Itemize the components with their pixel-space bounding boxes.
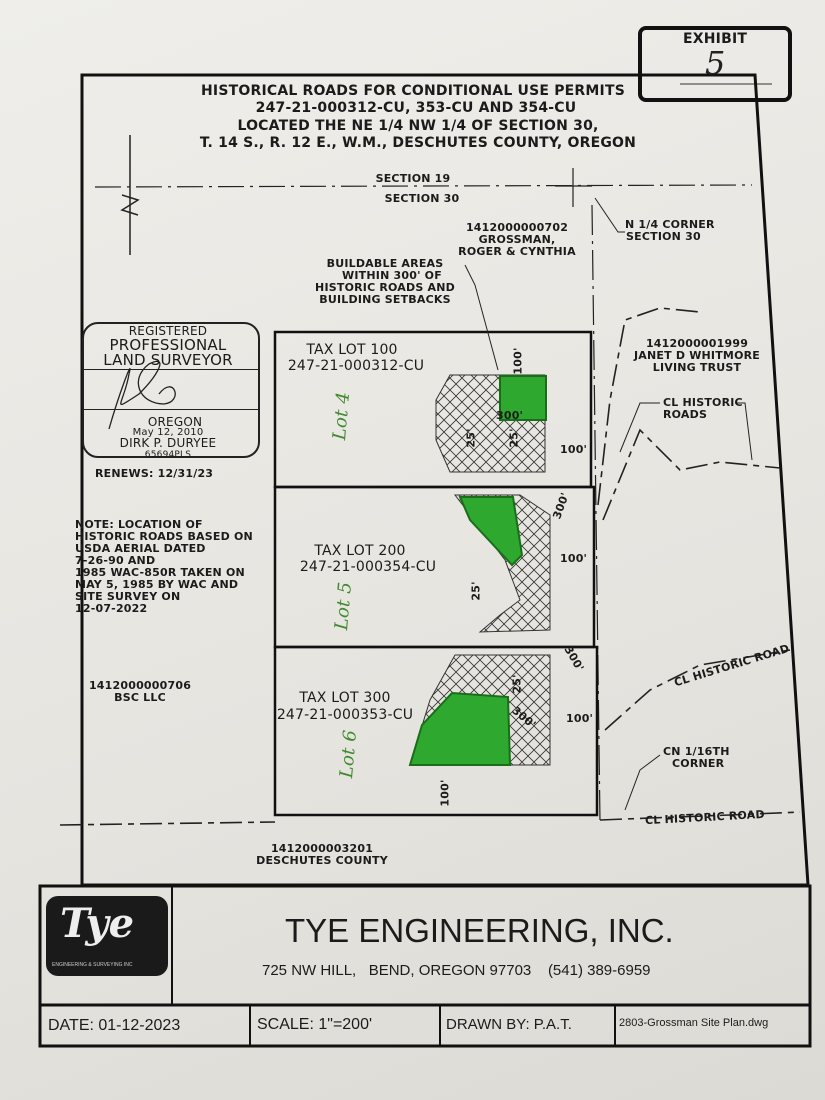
exhibit-number: 5 <box>705 44 726 82</box>
logo-subtext: ENGINEERING & SURVEYING INC <box>52 962 133 968</box>
signature <box>108 360 176 430</box>
corner-label-1: N 1/4 CORNER <box>625 218 715 231</box>
title-line-1: HISTORICAL ROADS FOR CONDITIONAL USE PER… <box>201 83 625 99</box>
cn-corner-1: CN 1/16TH <box>663 745 730 758</box>
highlight-lot-300 <box>408 691 512 766</box>
file-name-field: 2803-Grossman Site Plan.dwg <box>619 1017 769 1029</box>
dim-25-lot200: 25' <box>469 581 483 601</box>
owner-east-name1: JANET D WHITMORE <box>633 349 761 362</box>
note-line-4: 7-26-90 AND <box>75 554 156 567</box>
stamp-line-3: LAND SURVEYOR <box>103 351 233 369</box>
title-block <box>38 884 812 1048</box>
surveyor-stamp <box>82 322 260 458</box>
buildable-area-lot-200 <box>453 494 551 633</box>
note-line-5: 1985 WAC-850R TAKEN ON <box>75 566 245 579</box>
stamp-name: DIRK P. DURYEE <box>119 436 217 450</box>
lot-200-handwritten: Lot 5 <box>331 581 357 631</box>
owner-east-id: 1412000001999 <box>645 337 749 350</box>
title-line-3: LOCATED THE NE 1/4 NW 1/4 OF SECTION 30, <box>237 118 599 134</box>
highlight-lot-100 <box>499 375 547 421</box>
historic-road-lines <box>59 307 801 826</box>
stamp-number: 65694PLS <box>144 450 192 460</box>
owner-north-id: 1412000000702 <box>465 221 569 234</box>
section-line <box>94 184 753 188</box>
quarter-line <box>591 204 601 823</box>
stamp-state: OREGON <box>147 415 203 429</box>
exhibit-box <box>638 26 792 102</box>
title-line-2: 247-21-000312-CU, 353-CU AND 354-CU <box>255 100 577 116</box>
cl-historic-roads-label-2: ROADS <box>663 408 708 421</box>
tye-logo <box>46 896 168 976</box>
dim-25-lot300: 25' <box>510 674 524 694</box>
highlight-lot-200 <box>458 496 524 567</box>
dim-100-east-lot100: 100' <box>560 443 588 456</box>
owner-west-name: BSC LLC <box>114 691 166 704</box>
buildable-note-1: BUILDABLE AREAS <box>326 257 444 270</box>
logo-text: Tye <box>60 900 135 947</box>
note-line-3: USDA AERIAL DATED <box>75 542 206 555</box>
drawn-by-field: DRAWN BY: P.A.T. <box>446 1016 572 1033</box>
lot-300-permit: 247-21-000353-CU <box>276 707 414 723</box>
dim-100-east-lot300: 100' <box>566 712 594 725</box>
exhibit-label: EXHIBIT <box>683 31 748 47</box>
dim-25-lot100-b: 25' <box>507 428 521 448</box>
dim-100-south-lot300: 100' <box>438 779 452 807</box>
date-field: DATE: 01-12-2023 <box>48 1017 181 1034</box>
stamp-line-1: REGISTERED <box>128 324 208 338</box>
owner-east-name2: LIVING TRUST <box>652 361 742 374</box>
stamp-renews: RENEWS: 12/31/23 <box>95 467 214 480</box>
note-line-6: MAY 5, 1985 BY WAC AND <box>75 578 239 591</box>
lot-200-permit: 247-21-000354-CU <box>299 559 437 575</box>
owner-south-id: 1412000003201 <box>270 842 374 855</box>
lot-300-name: TAX LOT 300 <box>299 690 391 706</box>
north-arrow-icon <box>120 135 140 255</box>
buildable-note-4: BUILDING SETBACKS <box>319 293 451 306</box>
note-line-8: 12-07-2022 <box>75 602 148 615</box>
cn-corner-2: CORNER <box>672 757 725 770</box>
note-line-2: HISTORIC ROADS BASED ON <box>75 530 253 543</box>
cl-historic-roads-label: CL HISTORIC <box>663 396 743 409</box>
note-line-7: SITE SURVEY ON <box>75 590 181 603</box>
note-line-1: NOTE: LOCATION OF <box>75 518 203 531</box>
lot-100-permit: 247-21-000312-CU <box>287 358 425 374</box>
corner-label-2: SECTION 30 <box>626 230 701 243</box>
lot-100-handwritten: Lot 4 <box>329 391 355 441</box>
dim-300-lot100: 300' <box>496 409 524 422</box>
lot-100-name: TAX LOT 100 <box>306 342 398 358</box>
dim-25-lot100-a: 25' <box>464 428 478 448</box>
section-19-label: SECTION 19 <box>375 172 451 185</box>
company-address: 725 NW HILL, BEND, OREGON 97703 (541) 38… <box>262 962 651 979</box>
lot-200-name: TAX LOT 200 <box>314 543 406 559</box>
owner-north-name2: ROGER & CYNTHIA <box>458 245 576 258</box>
scale-field: SCALE: 1"=200' <box>257 1016 373 1033</box>
owner-west-id: 1412000000706 <box>88 679 192 692</box>
buildable-note-2: WITHIN 300' OF <box>342 269 442 282</box>
buildable-note-3: HISTORIC ROADS AND <box>315 281 455 294</box>
company-name: TYE ENGINEERING, INC. <box>285 912 674 949</box>
tax-lot-300 <box>273 645 599 817</box>
owner-south-name: DESCHUTES COUNTY <box>256 854 388 867</box>
title-line-4: T. 14 S., R. 12 E., W.M., DESCHUTES COUN… <box>199 135 637 151</box>
section-30-label: SECTION 30 <box>384 192 460 205</box>
stamp-line-2: PROFESSIONAL <box>109 336 227 354</box>
owner-north-name1: GROSSMAN, <box>478 233 556 246</box>
lot-300-handwritten: Lot 6 <box>336 729 362 779</box>
dim-100-lot100: 100' <box>511 347 525 375</box>
stamp-date: May 12, 2010 <box>132 427 204 438</box>
dim-100-east-lot200: 100' <box>560 552 588 565</box>
